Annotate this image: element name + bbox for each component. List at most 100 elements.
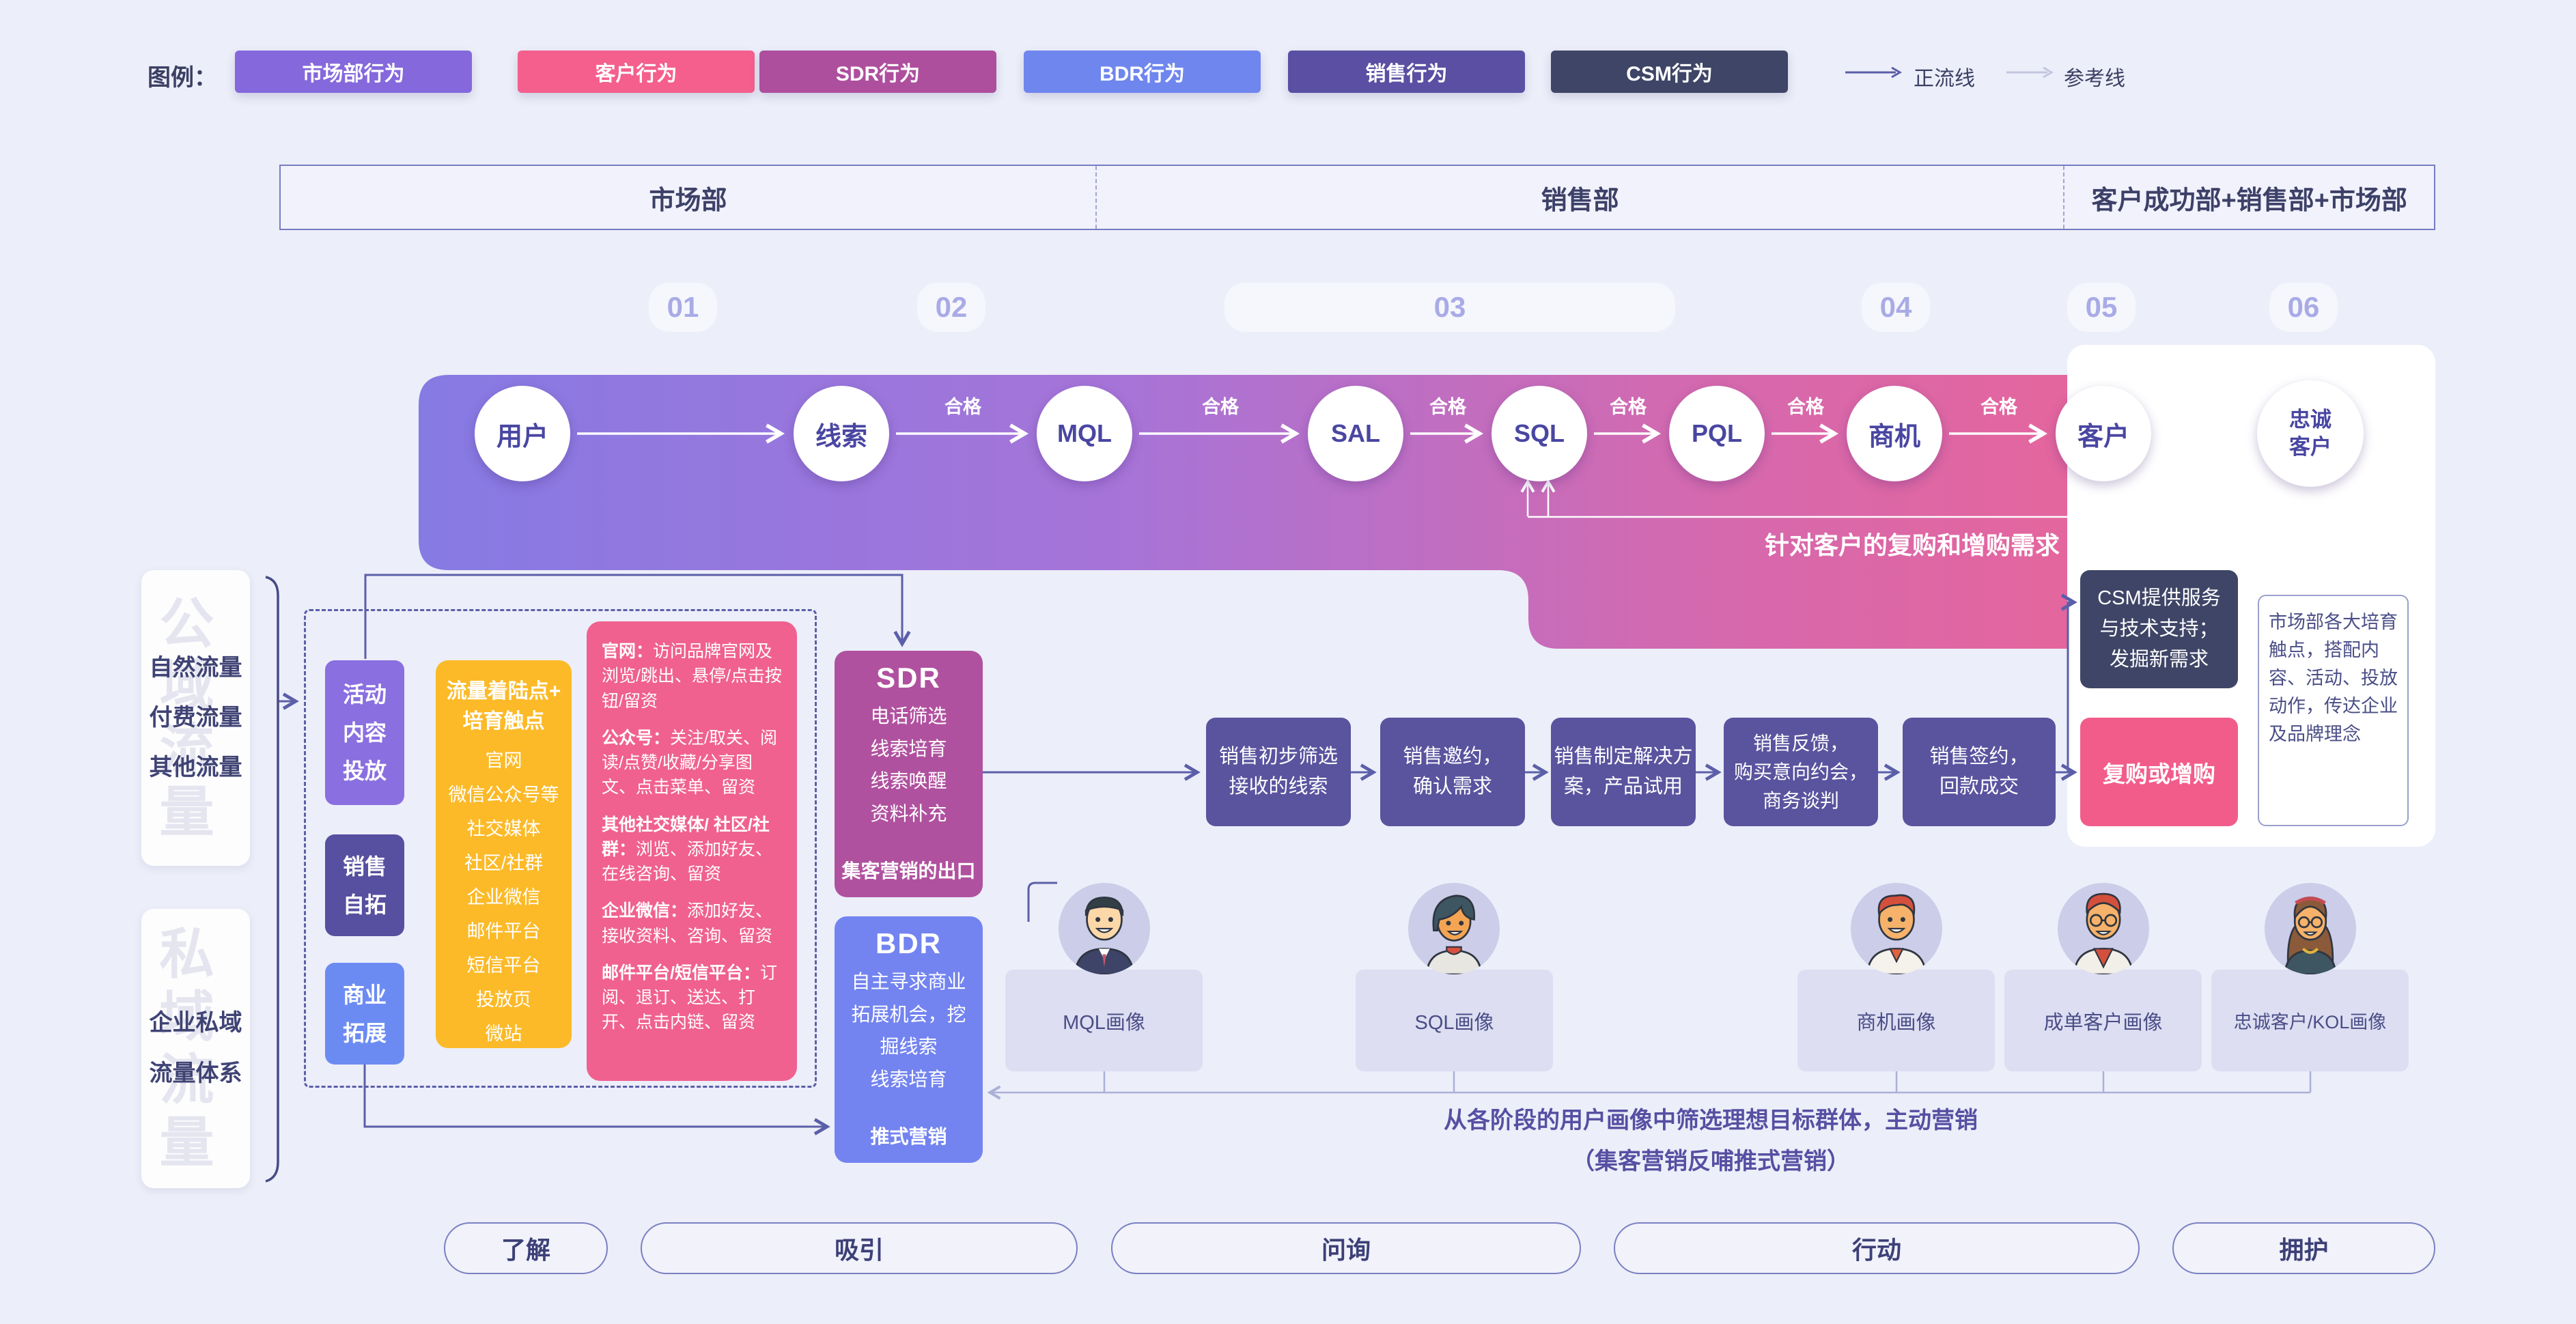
business-development-box: 商业 拓展 [325, 963, 404, 1065]
sales-step-solution: 销售制定解决方 案，产品试用 [1551, 718, 1696, 826]
sdr-title: SDR [876, 662, 941, 694]
behavior-head: 企业微信： [602, 901, 688, 921]
bdr-box: BDR 自主寻求商业拓展机会，挖掘线索 线索培育 推式营销 [835, 916, 983, 1163]
public-traffic-watermark: 公域 流量 [159, 593, 232, 843]
solid-flow-arrow-icon [1845, 66, 1902, 79]
journey-stage-awareness: 了解 [444, 1222, 608, 1274]
sales-step-signing: 销售签约， 回款成交 [1903, 718, 2056, 826]
dept-marketing: 市场部 [649, 186, 727, 215]
persona-card-loyal-kol: 忠诚客户/KOL画像 [2211, 970, 2409, 1071]
funnel-node-opportunity: 商机 [1847, 386, 1942, 481]
journey-stage-advocacy: 拥护 [2172, 1222, 2435, 1274]
behavior-website: 官网：访问品牌官网及浏览/跳出、悬停/点击按钮/留资 [602, 639, 782, 714]
journey-stage-attract: 吸引 [641, 1222, 1078, 1274]
persona-label: MQL画像 [1063, 1011, 1145, 1034]
behavior-wechat-official: 公众号：关注/取关、阅读/点赞/收藏/分享图文、点击菜单、留资 [602, 726, 782, 800]
qualified-label: 合格 [1980, 397, 2017, 417]
legend-item-sales: 销售行为 [1288, 51, 1525, 93]
legend-item-marketing: 市场部行为 [235, 51, 472, 93]
journey-stage-action: 行动 [1614, 1222, 2140, 1274]
funnel-node-customer: 客户 [2056, 386, 2151, 481]
persona-label: SQL画像 [1414, 1011, 1494, 1034]
private-traffic-lines: 企业私域 流量体系 [149, 1010, 242, 1086]
behavior-body: 订阅、退订、送达、打开、点击内链、留资 [602, 963, 777, 1032]
sdr-footer: 集客营销的出口 [841, 860, 976, 882]
landing-box-title: 流量着陆点+ 培育触点 [446, 680, 561, 733]
stage-pill-03: 03 [1224, 283, 1675, 332]
funnel-node-sql: SQL [1492, 386, 1587, 481]
sales-step-negotiation: 销售反馈， 购买意向约会， 商务谈判 [1724, 718, 1878, 826]
repurchase-box: 复购或增购 [2080, 718, 2238, 826]
csm-service-box: CSM提供服务 与技术支持； 发掘新需求 [2080, 570, 2238, 688]
department-bar: 市场部 销售部 客户成功部+销售部+市场部 [279, 165, 2435, 230]
qualified-label: 合格 [944, 397, 981, 417]
dept-csm-combo: 客户成功部+销售部+市场部 [2063, 166, 2434, 229]
qualified-label: 合格 [1202, 397, 1239, 417]
activity-content-ads-box: 活动 内容 投放 [325, 660, 404, 805]
qualified-label: 合格 [1429, 397, 1466, 417]
legend-label: 销售行为 [1365, 63, 1448, 85]
legend-item-sdr: SDR行为 [759, 51, 996, 93]
behavior-body: 关注/取关、阅读/点赞/收藏/分享图文、点击菜单、留资 [602, 728, 777, 798]
private-traffic-watermark: 私域 流量 [159, 923, 232, 1173]
sql-avatar-icon [1408, 883, 1500, 974]
behavior-body: 浏览、添加好友、在线咨询、留资 [602, 839, 773, 884]
sdr-box: SDR 电话筛选 线索培育 线索唤醒 资料补充 集客营销的出口 [835, 651, 983, 897]
persona-card-sql: SQL画像 [1356, 970, 1553, 1071]
sdr-lines: 电话筛选 线索培育 线索唤醒 资料补充 [870, 705, 947, 824]
private-traffic-card: 私域 流量 企业私域 流量体系 [141, 909, 250, 1188]
public-traffic-lines: 自然流量 付费流量 其他流量 [149, 654, 242, 781]
stage-pill-02: 02 [917, 283, 985, 332]
marketing-dashed-container [304, 609, 817, 1088]
funnel-node-loyal-customer: 忠诚 客户 [2257, 380, 2364, 487]
sales-step-invite: 销售邀约， 确认需求 [1380, 718, 1525, 826]
bdr-lines: 自主寻求商业拓展机会，挖掘线索 线索培育 [851, 971, 966, 1090]
legend-item-csm: CSM行为 [1551, 51, 1788, 93]
funnel-node-lead: 线索 [794, 386, 889, 481]
behavior-head: 其他社交媒体/ 社区/社群： [602, 815, 770, 859]
stage-pill-04: 04 [1862, 283, 1930, 332]
reference-line-arrow-icon [2006, 66, 2054, 79]
public-traffic-card: 公域 流量 自然流量 付费流量 其他流量 [141, 570, 250, 866]
behavior-social-community: 其他社交媒体/ 社区/社群：浏览、添加好友、在线咨询、留资 [602, 813, 782, 887]
bdr-footer: 推式营销 [870, 1126, 947, 1147]
marketing-nurture-note-box: 市场部各大培育触点，搭配内容、活动、投放动作，传达企业及品牌理念 [2258, 595, 2409, 826]
stage-pill-05: 05 [2067, 283, 2136, 332]
persona-selection-note: 从各阶段的用户画像中筛选理想目标群体，主动营销 （集客营销反哺推式营销） [1444, 1108, 1978, 1174]
legend-label: CSM行为 [1626, 63, 1713, 85]
funnel-node-mql: MQL [1037, 386, 1132, 481]
persona-label: 商机画像 [1856, 1011, 1936, 1034]
reference-line-label: 参考线 [2064, 68, 2125, 90]
qualified-label: 合格 [1787, 397, 1824, 417]
persona-card-mql: MQL画像 [1005, 970, 1203, 1071]
legend-item-bdr: BDR行为 [1024, 51, 1261, 93]
funnel-node-user: 用户 [475, 386, 570, 481]
bdr-title: BDR [876, 927, 942, 959]
legend-title: 图例： [148, 65, 217, 91]
behavior-body: 访问品牌官网及浏览/跳出、悬停/点击按钮/留资 [602, 642, 782, 711]
closed-customer-avatar-icon [2058, 883, 2149, 974]
qualified-label: 合格 [2189, 397, 2226, 417]
touchpoint-behavior-box: 官网：访问品牌官网及浏览/跳出、悬停/点击按钮/留资 公众号：关注/取关、阅读/… [587, 621, 797, 1081]
legend-label: 客户行为 [595, 63, 677, 85]
legend-label: 市场部行为 [302, 63, 405, 85]
landing-box-items: 官网 微信公众号等 社交媒体 社区/社群 企业微信 邮件平台 短信平台 投放页 … [448, 750, 559, 1044]
behavior-email-sms: 邮件平台/短信平台：订阅、退订、送达、打开、点击内链、留资 [602, 961, 782, 1035]
repurchase-note: 针对客户的复购和增购需求 [1764, 531, 2060, 559]
sales-self-expand-box: 销售 自拓 [325, 834, 404, 936]
loyal-kol-avatar-icon [2265, 883, 2356, 974]
funnel-node-pql: PQL [1669, 386, 1765, 481]
mql-avatar-icon [1059, 883, 1150, 974]
persona-card-opportunity: 商机画像 [1797, 970, 1995, 1071]
behavior-wecom: 企业微信：添加好友、接收资料、咨询、留资 [602, 899, 782, 948]
sales-step-screening: 销售初步筛选 接收的线索 [1206, 718, 1351, 826]
funnel-node-sal: SAL [1308, 386, 1403, 481]
stage-pill-01: 01 [649, 283, 717, 332]
dept-sales: 销售部 [1095, 166, 2063, 229]
legend-item-customer: 客户行为 [518, 51, 755, 93]
behavior-head: 公众号： [602, 728, 671, 748]
behavior-body: 添加好友、接收资料、咨询、留资 [602, 901, 773, 946]
landing-touchpoint-box: 流量着陆点+ 培育触点 官网 微信公众号等 社交媒体 社区/社群 企业微信 邮件… [436, 660, 572, 1048]
